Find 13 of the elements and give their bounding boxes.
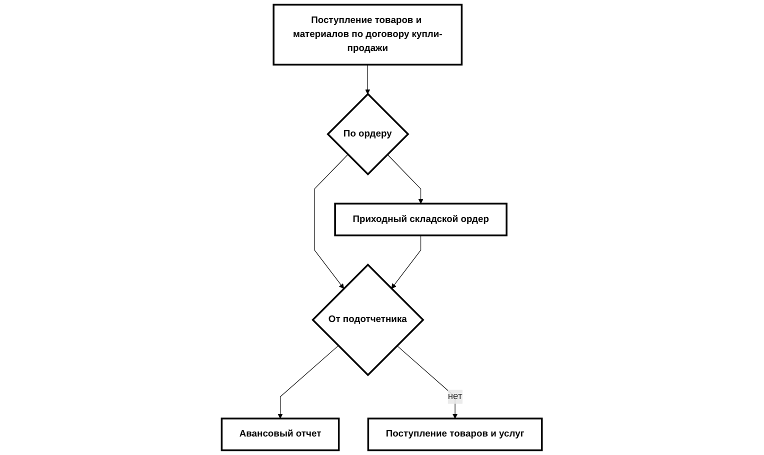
node-box: Приходный складской ордер [334,202,508,236]
arrow [365,64,370,94]
node-diamond: По ордеру [326,92,410,176]
arrow [387,154,424,204]
node-box: Поступление товаров и услуг [368,418,543,452]
arrow [314,154,348,289]
node-diamond: От подотчетника [312,264,425,376]
node-box: Поступление товаров и материалов по договору купли-продажи [272,4,463,66]
edge-label: нет [448,391,462,402]
arrow [391,235,422,289]
node-box: Авансовый отчет [221,418,340,452]
arrow [396,345,458,419]
arrow [278,345,339,419]
